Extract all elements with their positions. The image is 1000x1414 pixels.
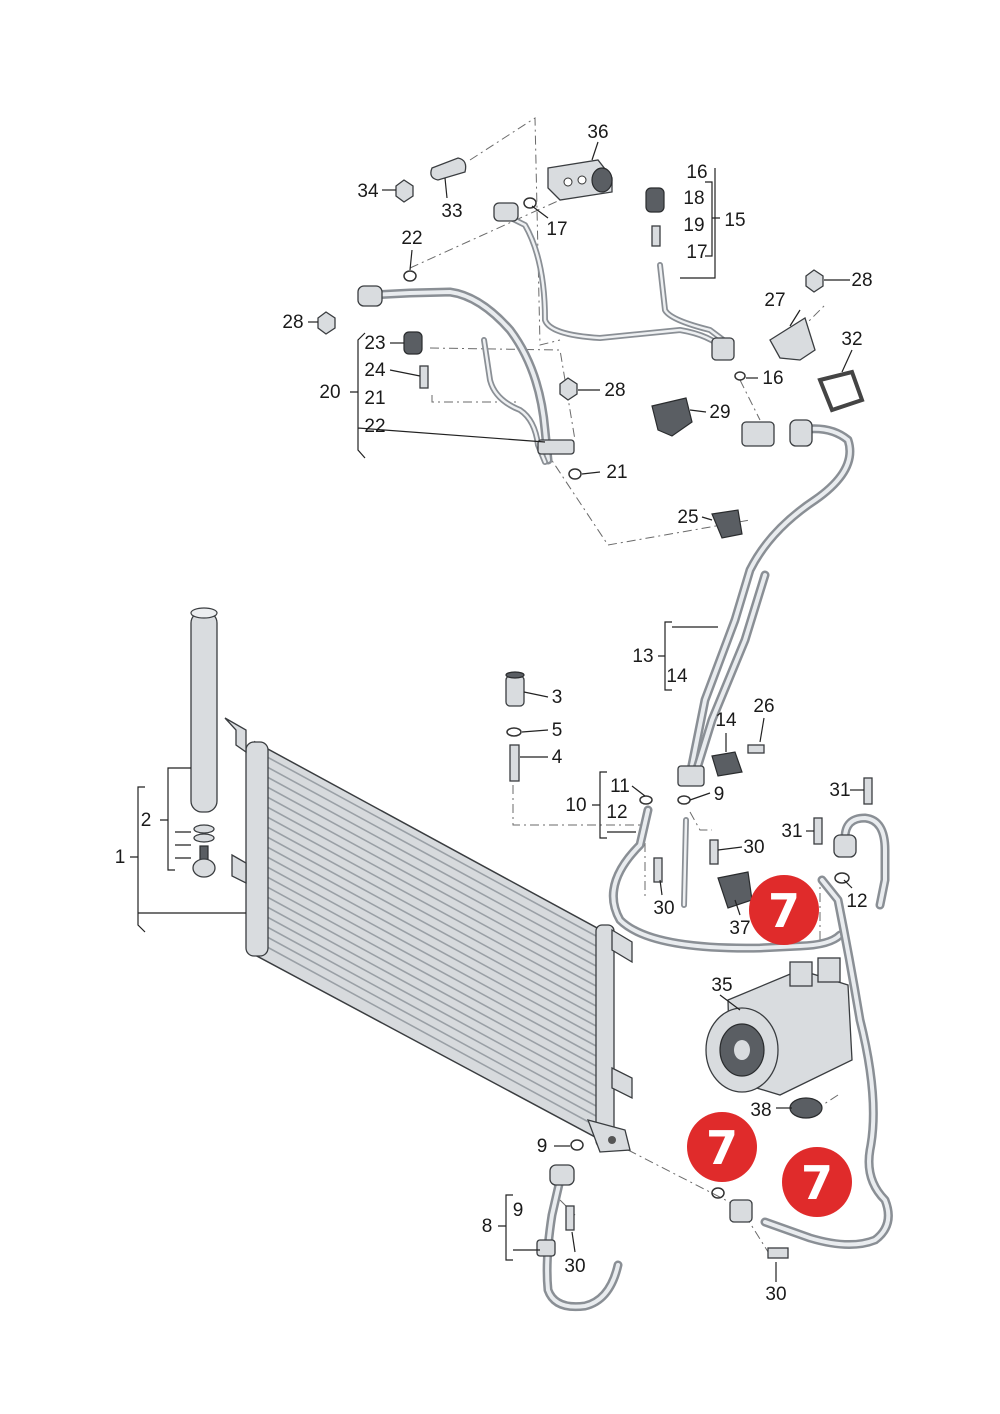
badge-7-upper: 7 xyxy=(749,875,819,945)
refrigerant-lines xyxy=(357,202,893,1312)
label-12: 12 xyxy=(846,891,867,912)
label-18: 18 xyxy=(683,188,704,209)
label-17-bracket: 17 xyxy=(686,242,707,263)
components xyxy=(317,157,873,1259)
part-labels: 36 16 18 19 15 17 34 33 17 22 28 27 28 3… xyxy=(115,122,873,1305)
label-23: 23 xyxy=(364,333,385,354)
label-15: 15 xyxy=(724,210,745,231)
label-25: 25 xyxy=(677,507,698,528)
dryer-cartridge xyxy=(190,607,218,878)
badge-7-middle: 7 xyxy=(687,1112,757,1182)
label-24: 24 xyxy=(364,360,386,381)
label-9-upper: 9 xyxy=(714,784,725,805)
badge-7-lower: 7 xyxy=(782,1147,852,1217)
label-28-left: 28 xyxy=(282,312,303,333)
label-1: 1 xyxy=(115,847,126,868)
label-28-center: 28 xyxy=(604,380,625,401)
label-14-bracket: 14 xyxy=(666,666,688,687)
label-30-lower: 30 xyxy=(564,1256,585,1277)
label-36: 36 xyxy=(587,122,608,143)
svg-text:7: 7 xyxy=(801,1156,833,1210)
label-34: 34 xyxy=(357,181,379,202)
label-38: 38 xyxy=(750,1100,771,1121)
label-17: 17 xyxy=(546,219,567,240)
label-31: 31 xyxy=(781,821,802,842)
label-13: 13 xyxy=(632,646,653,667)
label-5: 5 xyxy=(552,720,563,741)
label-31-upper: 31 xyxy=(829,780,850,801)
condenser xyxy=(224,717,633,1153)
label-28-right: 28 xyxy=(851,270,872,291)
label-26: 26 xyxy=(753,696,774,717)
label-22: 22 xyxy=(401,228,422,249)
label-35: 35 xyxy=(711,975,732,996)
label-11: 11 xyxy=(610,776,630,797)
label-27: 27 xyxy=(764,290,785,311)
label-30-bottom: 30 xyxy=(765,1284,786,1305)
label-19: 19 xyxy=(683,215,704,236)
label-10: 10 xyxy=(565,795,586,816)
label-29: 29 xyxy=(709,402,730,423)
label-22-bracket: 22 xyxy=(364,416,385,437)
label-30-upper: 30 xyxy=(743,837,764,858)
label-8: 8 xyxy=(482,1216,493,1237)
label-37: 37 xyxy=(729,918,750,939)
label-9-bracket: 9 xyxy=(513,1200,524,1221)
label-30-left: 30 xyxy=(653,898,674,919)
svg-text:7: 7 xyxy=(706,1121,738,1175)
leader-lines xyxy=(130,141,864,1282)
label-4: 4 xyxy=(552,747,563,768)
label-14: 14 xyxy=(715,710,737,731)
label-21-bracket: 21 xyxy=(364,388,385,409)
label-9-lower: 9 xyxy=(537,1136,548,1157)
label-12-bracket: 12 xyxy=(606,802,627,823)
label-33: 33 xyxy=(441,201,462,222)
svg-text:7: 7 xyxy=(768,884,800,938)
label-3: 3 xyxy=(552,687,563,708)
label-2: 2 xyxy=(141,810,152,831)
label-16-center: 16 xyxy=(762,368,783,389)
label-16: 16 xyxy=(686,162,707,183)
label-20: 20 xyxy=(319,382,340,403)
highlight-badges: 7 7 7 xyxy=(687,875,852,1217)
label-21: 21 xyxy=(606,462,627,483)
label-32: 32 xyxy=(841,329,862,350)
